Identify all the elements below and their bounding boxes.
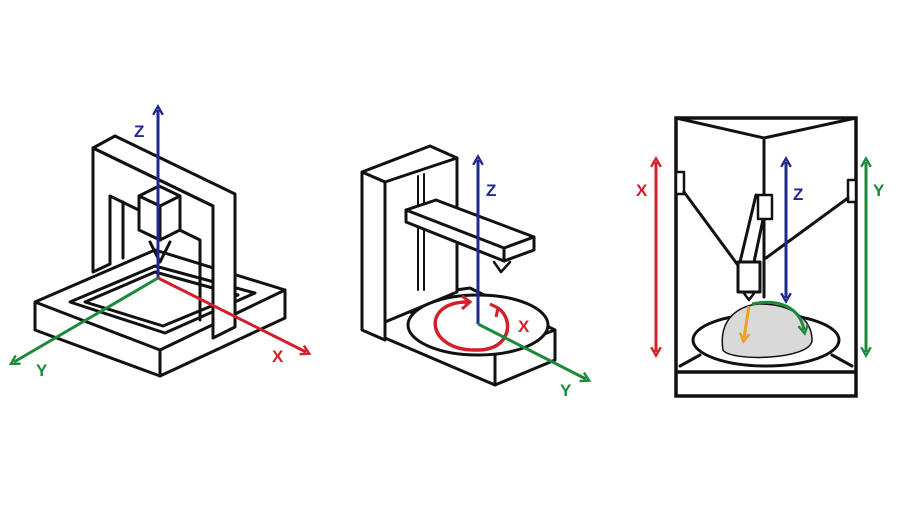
cartesian-printer: Z X Y xyxy=(8,103,312,380)
x-axis-label: X xyxy=(636,181,648,200)
y-axis-label: Y xyxy=(560,381,572,400)
delta-printer: X Z Y xyxy=(636,116,885,398)
z-axis-label: Z xyxy=(134,122,144,141)
y-axis-label: Y xyxy=(873,181,885,200)
orange-arrow xyxy=(738,305,751,344)
polar-printer: Z X Y xyxy=(360,144,592,400)
z-axis-label: Z xyxy=(486,181,496,200)
green-curve-arrow xyxy=(751,300,809,336)
y-axis-label: Y xyxy=(36,361,48,380)
y-axis-arrow xyxy=(477,322,592,383)
print-object xyxy=(721,303,813,359)
z-axis-label: Z xyxy=(793,185,803,204)
x-axis-arrow xyxy=(157,276,312,356)
x-rotation-label: X xyxy=(518,317,530,336)
x-axis-label: X xyxy=(272,347,284,366)
y-axis-arrow xyxy=(8,276,159,366)
